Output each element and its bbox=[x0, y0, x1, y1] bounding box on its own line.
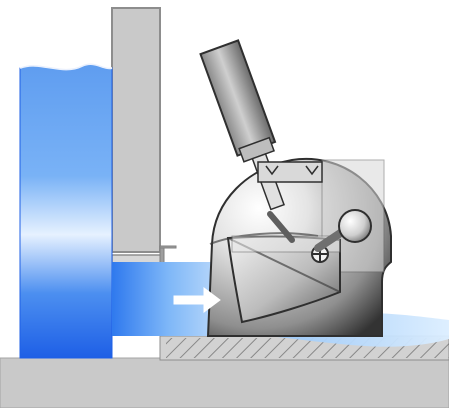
reservoir-water bbox=[19, 63, 113, 359]
dam-wall bbox=[111, 7, 161, 253]
foundation-slab bbox=[0, 357, 449, 408]
arrow-right-icon bbox=[173, 287, 221, 313]
counterweight bbox=[314, 209, 372, 252]
actuator-link bbox=[267, 211, 295, 243]
counterweight-ball bbox=[338, 209, 372, 243]
mount-detail-right bbox=[305, 165, 319, 176]
housing-rim bbox=[209, 232, 319, 245]
gate-leaf bbox=[226, 235, 341, 324]
reservoir-surface bbox=[19, 63, 113, 71]
mount-detail-left bbox=[265, 165, 279, 176]
hydraulic-actuator bbox=[199, 39, 323, 243]
actuator-mounting-plate bbox=[257, 161, 323, 183]
